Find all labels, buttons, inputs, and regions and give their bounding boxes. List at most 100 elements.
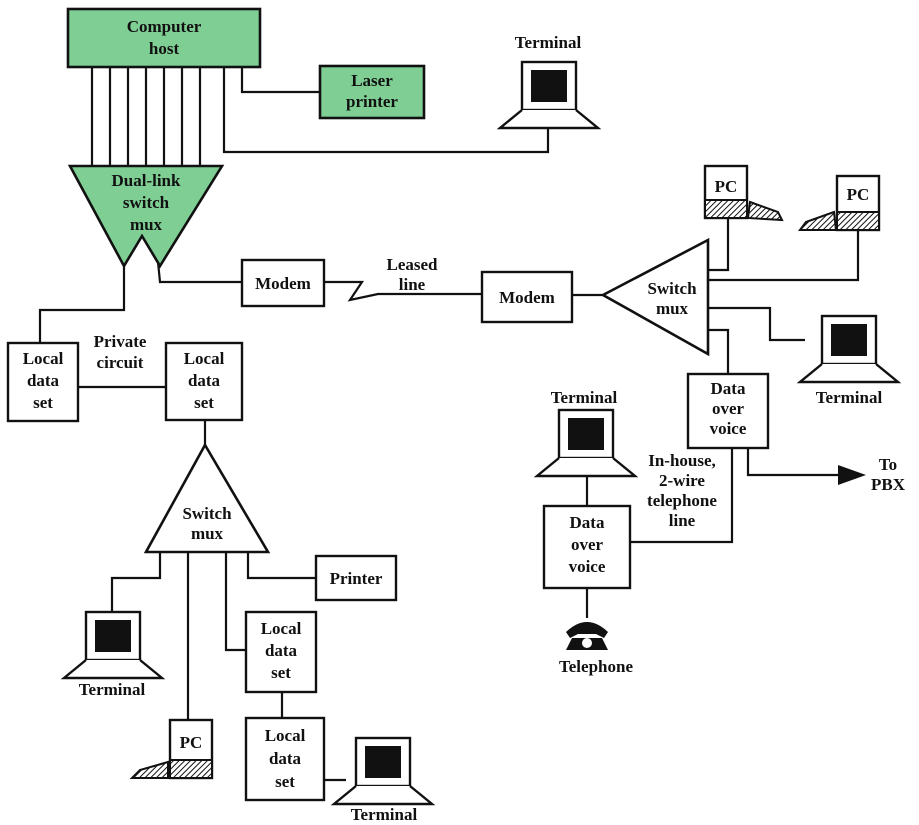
switch-mux-left: Switch mux [143,442,271,554]
data-over-voice-left: Data over voice [542,504,632,590]
switch-mux-right-label-1: Switch [647,279,697,298]
dov-right-label-1: Data [711,379,746,398]
local-data-set-2: Local data set [164,341,244,422]
switch-mux-right-label-2: mux [656,299,689,318]
modem-left-label: Modem [255,274,311,293]
dual-link-mux-label-2: switch [123,193,170,212]
in-house-label-4: line [669,511,696,530]
local-data-set-3-box [244,610,318,694]
in-house-line: In-house, 2-wire telephone line [647,451,717,530]
local-data-set-3-label-3: set [271,663,291,682]
computer-host: Computer host [66,7,262,69]
modem-right-label: Modem [499,288,555,307]
terminal-icon [62,610,164,680]
switch-mux-right: Switch mux [600,237,710,357]
printer: Printer [314,554,398,602]
local-data-set-1-label-2: data [27,371,60,390]
private-circuit-label-1: Private [94,332,147,351]
to-pbx: To PBX [871,455,906,494]
telephone-label: Telephone [559,657,633,676]
printer-box [314,554,398,602]
telephone: Telephone [559,622,633,676]
dov-right-label-3: voice [710,419,747,438]
switch-mux-left-label-2: mux [191,524,224,543]
dual-link-switch-mux: Dual-link switch mux [67,164,225,269]
pc-top-right-label: PC [847,185,870,204]
telephone-icon [566,622,608,650]
keyboard-icon [746,200,784,222]
modem-right-box [480,270,574,324]
laser-printer-label-2: printer [346,92,398,111]
dov-left-label-1: Data [570,513,605,532]
terminal-top: Terminal [498,33,600,130]
keyboard-icon [798,210,838,231]
local-data-set-4: Local data set [244,716,326,802]
terminal-middle-label: Terminal [551,388,618,407]
connection-lines [38,66,866,782]
pc-drive [836,211,880,231]
switch-mux-left-label-1: Switch [182,504,232,523]
local-data-set-4-label-1: Local [265,726,306,745]
terminal-right-label: Terminal [816,388,883,407]
leased-line-label-2: line [399,275,426,294]
leased-line: Leased line [387,255,439,294]
local-data-set-2-label-1: Local [184,349,225,368]
local-data-set-1: Local data set [6,341,80,423]
dual-link-mux-shape [67,164,225,269]
pc-top-right: PC [798,174,881,232]
pc-bottom: PC [129,718,214,780]
local-data-set-1-label-1: Local [23,349,64,368]
computer-host-label-2: host [149,39,180,58]
terminal-icon [498,60,600,130]
switch-mux-right-shape [600,237,710,357]
in-house-label-3: telephone [647,491,717,510]
in-house-label-2: 2-wire [659,471,705,490]
local-data-set-3-label-2: data [265,641,298,660]
to-pbx-label-1: To [879,455,897,474]
local-data-set-2-label-3: set [194,393,214,412]
local-data-set-2-label-2: data [188,371,221,390]
dov-right-label-2: over [712,399,745,418]
terminal-middle: Terminal [535,388,637,478]
private-circuit: Private circuit [94,332,147,372]
laser-printer-label-1: Laser [351,71,393,90]
dov-right-box [686,372,770,450]
terminal-bottom-right: Terminal [332,736,434,824]
laser-printer: Laser printer [318,64,426,120]
keyboard-icon [129,760,169,779]
data-over-voice-right: Data over voice [686,372,770,450]
pc-drive [704,199,748,219]
dov-left-box [542,504,632,590]
local-data-set-4-label-2: data [269,749,302,768]
local-data-set-4-box [244,716,326,802]
terminal-icon [535,408,637,478]
pc-bottom-label: PC [180,733,203,752]
terminal-bottom-right-label: Terminal [351,805,418,824]
dov-left-label-2: over [571,535,604,554]
terminal-top-label: Terminal [515,33,582,52]
local-data-set-2-box [164,341,244,422]
dual-link-mux-label-1: Dual-link [112,171,182,190]
modem-right: Modem [480,270,574,324]
pc-top-left: PC [703,164,784,222]
arrow-head [838,465,866,485]
computer-host-box [66,7,262,69]
modem-left: Modem [240,258,326,308]
in-house-label-1: In-house, [648,451,716,470]
terminal-bottom-left: Terminal [62,610,164,699]
local-data-set-4-label-3: set [275,772,295,791]
switch-mux-left-shape [143,442,271,554]
leased-line-label-1: Leased [387,255,439,274]
to-pbx-label-2: PBX [871,475,906,494]
local-data-set-1-label-3: set [33,393,53,412]
local-data-set-3-label-1: Local [261,619,302,638]
terminal-right: Terminal [798,314,900,407]
printer-label: Printer [330,569,383,588]
local-data-set-3: Local data set [244,610,318,694]
dual-link-mux-label-3: mux [130,215,163,234]
terminal-bottom-left-label: Terminal [79,680,146,699]
pc-drive [169,759,213,779]
dov-left-label-3: voice [569,557,606,576]
local-data-set-1-box [6,341,80,423]
